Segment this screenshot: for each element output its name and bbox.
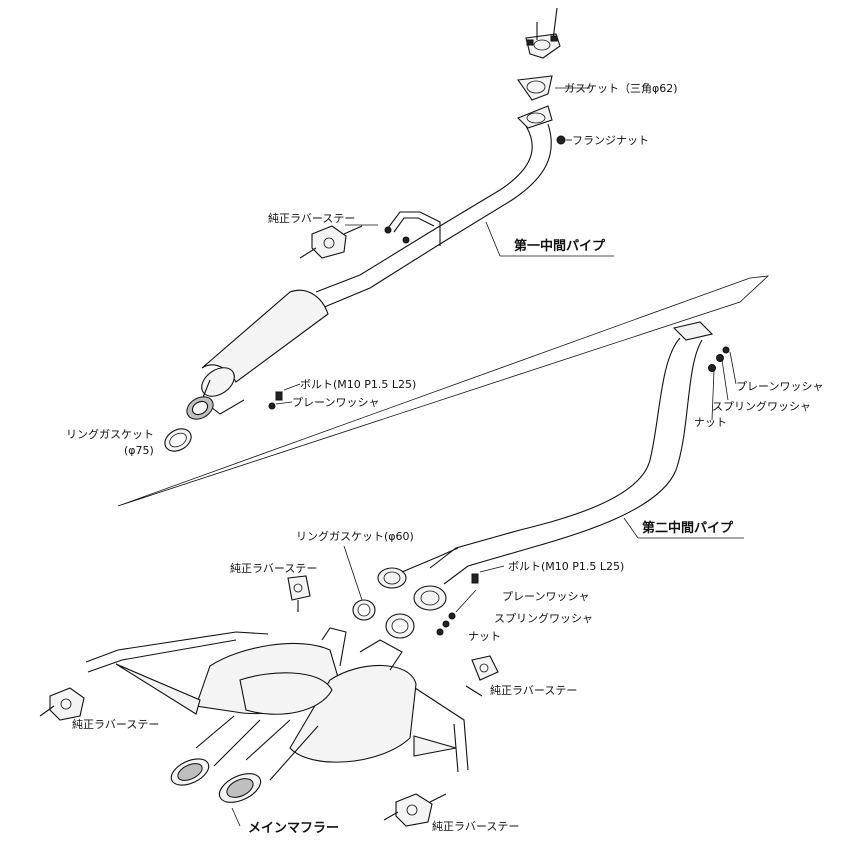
rubber-stay-mid-right (465, 655, 499, 697)
flange-nut (556, 135, 572, 145)
triangle-gasket (517, 75, 590, 101)
ring-gasket-60 (343, 545, 415, 639)
second-pipe-flanges (377, 547, 459, 611)
label-rubber-stay-mid-right: 純正ラバーステー (490, 684, 577, 697)
label-rubber-stay-bottom: 純正ラバーステー (432, 820, 519, 833)
rubber-stay-bottom (383, 793, 447, 827)
label-spring-washer-right: スプリングワッシャ (712, 399, 811, 413)
label-bolt-mid: ボルト(M10 P1.5 L25) (508, 560, 624, 573)
label-second-pipe: 第二中間パイプ (642, 520, 734, 536)
rubber-stay-top (299, 224, 378, 259)
label-plain-washer-right: プレーンワッシャ (736, 380, 823, 393)
label-first-pipe: 第一中間パイプ (514, 238, 606, 254)
pipe-hanger-bracket (384, 211, 441, 246)
section-separator (117, 275, 770, 507)
second-pipe-arrow (623, 517, 639, 539)
bolts-mid (436, 565, 505, 636)
labels: ガスケット（三角φ62) フランジナット 純正ラバーステー 第一中間パイプ ボル… (66, 82, 823, 836)
label-gasket-triangle: ガスケット（三角φ62) (564, 82, 678, 95)
first-pipe-arrow (485, 221, 501, 257)
second-mid-pipe-assembly (343, 321, 744, 639)
main-muffler-assembly (39, 575, 499, 827)
label-plain-washer-top: プレーンワッシャ (292, 396, 379, 409)
first-mid-pipe-assembly (164, 7, 614, 452)
label-ring-gasket-60: リングガスケット(φ60) (296, 529, 414, 543)
rubber-stay-mid-left (287, 575, 311, 612)
rubber-stay-left (39, 687, 85, 721)
label-spring-washer-mid: スプリングワッシャ (494, 611, 593, 625)
label-rubber-stay-left: 純正ラバーステー (72, 718, 159, 731)
bolts-right (708, 346, 737, 421)
pipe-flange (517, 105, 553, 129)
label-nut-mid: ナット (468, 630, 501, 643)
label-rubber-stay-top: 純正ラバーステー (268, 212, 355, 225)
ring-gasket-75 (164, 428, 192, 452)
label-rubber-stay-mid-left: 純正ラバーステー (230, 562, 317, 575)
top-flange (525, 7, 561, 59)
main-muffler-arrow (231, 807, 241, 827)
label-main-muffler: メインマフラー (248, 821, 339, 836)
bolt-washer-top (268, 383, 301, 410)
label-flange-nut: フランジナット (572, 134, 649, 147)
first-pipe-tube (315, 125, 533, 293)
label-ring-gasket-75: リングガスケット (66, 427, 154, 441)
label-ring-gasket-75-size: (φ75) (124, 444, 154, 457)
label-plain-washer-mid: プレーンワッシャ (502, 590, 589, 603)
label-nut-right: ナット (694, 416, 727, 429)
first-muffler (186, 289, 329, 420)
tail-pipes (170, 715, 319, 803)
label-bolt-top: ボルト(M10 P1.5 L25) (300, 378, 416, 391)
